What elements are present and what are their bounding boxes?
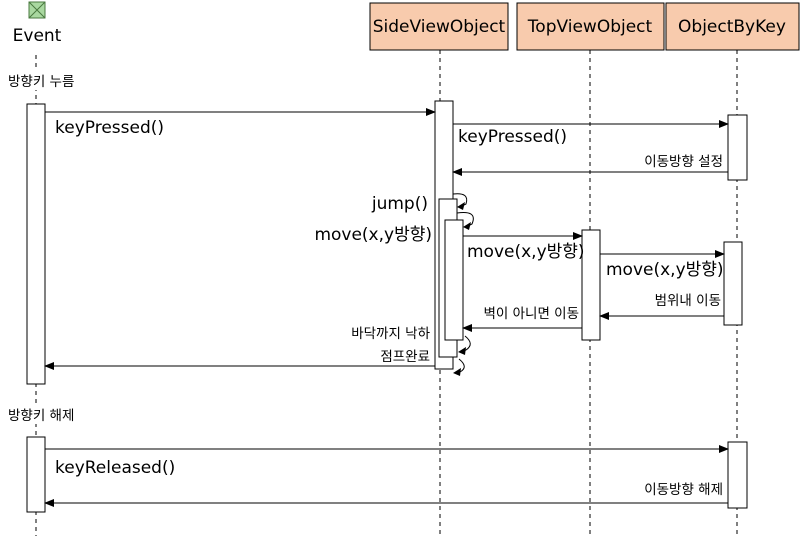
return-label-in-range: 범위내 이동 <box>655 293 721 309</box>
lifeline-header-key <box>665 2 800 51</box>
activation-side-move <box>444 219 464 341</box>
lifeline-header-side <box>369 2 509 51</box>
activation-event-1 <box>26 103 46 385</box>
return-label-set-direction: 이동방향 설정 <box>644 154 723 170</box>
lifeline-label-side: SideViewObject <box>373 17 506 37</box>
message-label-jump: jump() <box>371 194 428 214</box>
return-label-jump-done: 점프완료 <box>380 349 430 365</box>
activation-key-2 <box>723 241 743 326</box>
section-label-release: 방향키 해제 <box>8 408 74 424</box>
message-label-keypressed-1: keyPressed() <box>55 118 164 138</box>
activation-key-3 <box>727 441 748 509</box>
return-label-clear-direction: 이동방향 해제 <box>644 482 723 498</box>
actor-icon-cross <box>28 1 46 19</box>
message-label-keyreleased: keyReleased() <box>55 458 175 478</box>
self-arrow-move <box>456 212 474 228</box>
return-label-fall: 바닥까지 낙하 <box>351 326 430 342</box>
activation-top <box>581 229 601 341</box>
activation-event-2 <box>26 436 46 513</box>
message-label-move-key: move(x,y방향) <box>606 260 724 280</box>
section-label-press: 방향키 누름 <box>8 74 74 90</box>
self-arrow-jump <box>452 193 468 208</box>
message-label-move-self: move(x,y방향) <box>314 225 432 245</box>
lifeline-label-top: TopViewObject <box>527 17 653 37</box>
activation-key-1 <box>727 114 748 181</box>
message-label-move-top: move(x,y방향) <box>467 242 585 262</box>
message-label-keypressed-2: keyPressed() <box>458 127 567 147</box>
return-label-not-wall: 벽이 아니면 이동 <box>483 306 579 322</box>
actor-event: Event <box>13 1 62 46</box>
lifeline-label-key: ObjectByKey <box>678 17 786 37</box>
lifeline-label-event: Event <box>13 26 62 46</box>
self-return-fall <box>460 335 471 353</box>
